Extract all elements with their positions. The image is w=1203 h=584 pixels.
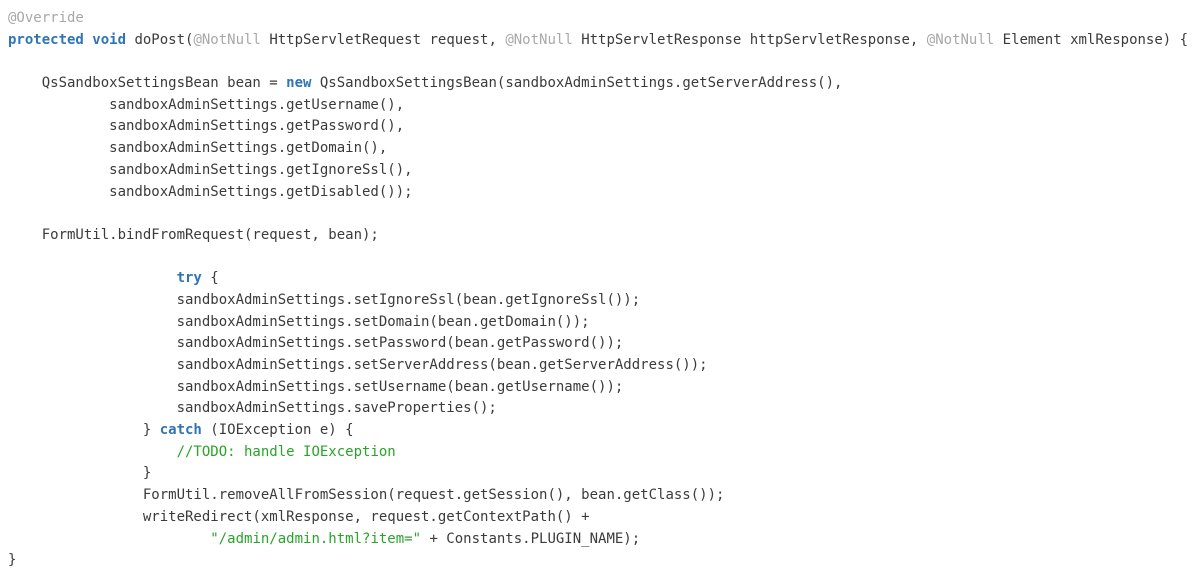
code-token-default: } [8, 422, 160, 439]
code-token-default: } [8, 552, 17, 569]
code-line: @Override [8, 8, 1203, 30]
code-line: sandboxAdminSettings.saveProperties(); [8, 398, 1203, 420]
code-block: @Override protected void doPost(@NotNull … [8, 8, 1203, 572]
code-token-default: writeRedirect(xmlResponse, request.getCo… [8, 508, 590, 525]
code-token-default: FormUtil.bindFromRequest(request, bean); [8, 226, 379, 243]
code-token-keyword: new [286, 75, 312, 92]
code-line: QsSandboxSettingsBean bean = new QsSandb… [8, 73, 1203, 95]
code-line: sandboxAdminSettings.getIgnoreSsl(), [8, 160, 1203, 182]
code-token-default: Element xmlResponse) { [994, 31, 1189, 48]
code-line [8, 247, 1203, 269]
code-token-default: sandboxAdminSettings.setServerAddress(be… [8, 357, 708, 373]
code-token-annotation: @NotNull [505, 31, 573, 48]
code-line: sandboxAdminSettings.getDomain(), [8, 138, 1203, 160]
code-token-default: HttpServletRequest request, [260, 31, 506, 48]
code-token-keyword: try [176, 270, 202, 287]
code-line: try { [8, 268, 1203, 290]
code-line: sandboxAdminSettings.setIgnoreSsl(bean.g… [8, 290, 1203, 312]
code-line: "/admin/admin.html?item=" + Constants.PL… [8, 529, 1203, 551]
code-token-default: doPost( [126, 31, 194, 48]
code-token-default: HttpServletResponse httpServletResponse, [572, 31, 927, 48]
code-token-default: QsSandboxSettingsBean bean = [8, 75, 287, 92]
code-line: sandboxAdminSettings.setDomain(bean.getD… [8, 312, 1203, 334]
code-line [8, 203, 1203, 225]
code-line: protected void doPost(@NotNull HttpServl… [8, 30, 1203, 52]
code-token-default: sandboxAdminSettings.getPassword(), [8, 118, 405, 135]
code-line: } [8, 463, 1203, 485]
code-token-default: { [201, 270, 219, 287]
code-token-default: sandboxAdminSettings.saveProperties(); [8, 400, 497, 417]
code-line: } [8, 550, 1203, 572]
code-token-green: //TODO: handle IOException [176, 443, 396, 460]
code-token-keyword: void [92, 31, 127, 48]
code-line: FormUtil.removeAllFromSession(request.ge… [8, 485, 1203, 507]
code-line: sandboxAdminSettings.setUsername(bean.ge… [8, 377, 1203, 399]
code-token-default [8, 444, 177, 460]
code-line: FormUtil.bindFromRequest(request, bean); [8, 225, 1203, 247]
code-line: writeRedirect(xmlResponse, request.getCo… [8, 507, 1203, 529]
code-line [8, 51, 1203, 73]
code-line: sandboxAdminSettings.getDisabled()); [8, 182, 1203, 204]
code-token-annotation: @Override [8, 10, 84, 26]
code-token-default: sandboxAdminSettings.getDisabled()); [8, 183, 413, 200]
code-token-default: sandboxAdminSettings.setIgnoreSsl(bean.g… [8, 291, 641, 308]
code-token-green: "/admin/admin.html?item=" [210, 530, 422, 547]
code-token-default: (IOException e) { [201, 422, 354, 439]
code-token-default [8, 270, 177, 286]
code-token-default: sandboxAdminSettings.getIgnoreSsl(), [8, 161, 413, 178]
code-token-default: sandboxAdminSettings.setPassword(bean.ge… [8, 335, 624, 352]
code-token-default: FormUtil.removeAllFromSession(request.ge… [8, 487, 725, 504]
code-token-keyword: protected [8, 31, 84, 48]
code-token-default [8, 531, 210, 547]
code-line: sandboxAdminSettings.getPassword(), [8, 116, 1203, 138]
code-token-annotation: @NotNull [926, 31, 995, 48]
code-line: } catch (IOException e) { [8, 420, 1203, 442]
code-token-default: sandboxAdminSettings.setUsername(bean.ge… [8, 378, 624, 395]
code-token-default: QsSandboxSettingsBean(sandboxAdminSettin… [311, 75, 843, 92]
code-line: sandboxAdminSettings.setServerAddress(be… [8, 355, 1203, 377]
code-token-annotation: @NotNull [193, 31, 261, 48]
code-token-default: sandboxAdminSettings.setDomain(bean.getD… [8, 313, 590, 330]
code-token-default: sandboxAdminSettings.getUsername(), [8, 96, 405, 113]
code-token-keyword: catch [159, 422, 202, 439]
code-token-default: sandboxAdminSettings.getDomain(), [8, 140, 388, 157]
code-line: //TODO: handle IOException [8, 442, 1203, 464]
code-line: sandboxAdminSettings.getUsername(), [8, 95, 1203, 117]
code-line: sandboxAdminSettings.setPassword(bean.ge… [8, 333, 1203, 355]
code-token-default: } [8, 465, 152, 482]
code-token-default: + Constants.PLUGIN_NAME); [421, 530, 641, 547]
